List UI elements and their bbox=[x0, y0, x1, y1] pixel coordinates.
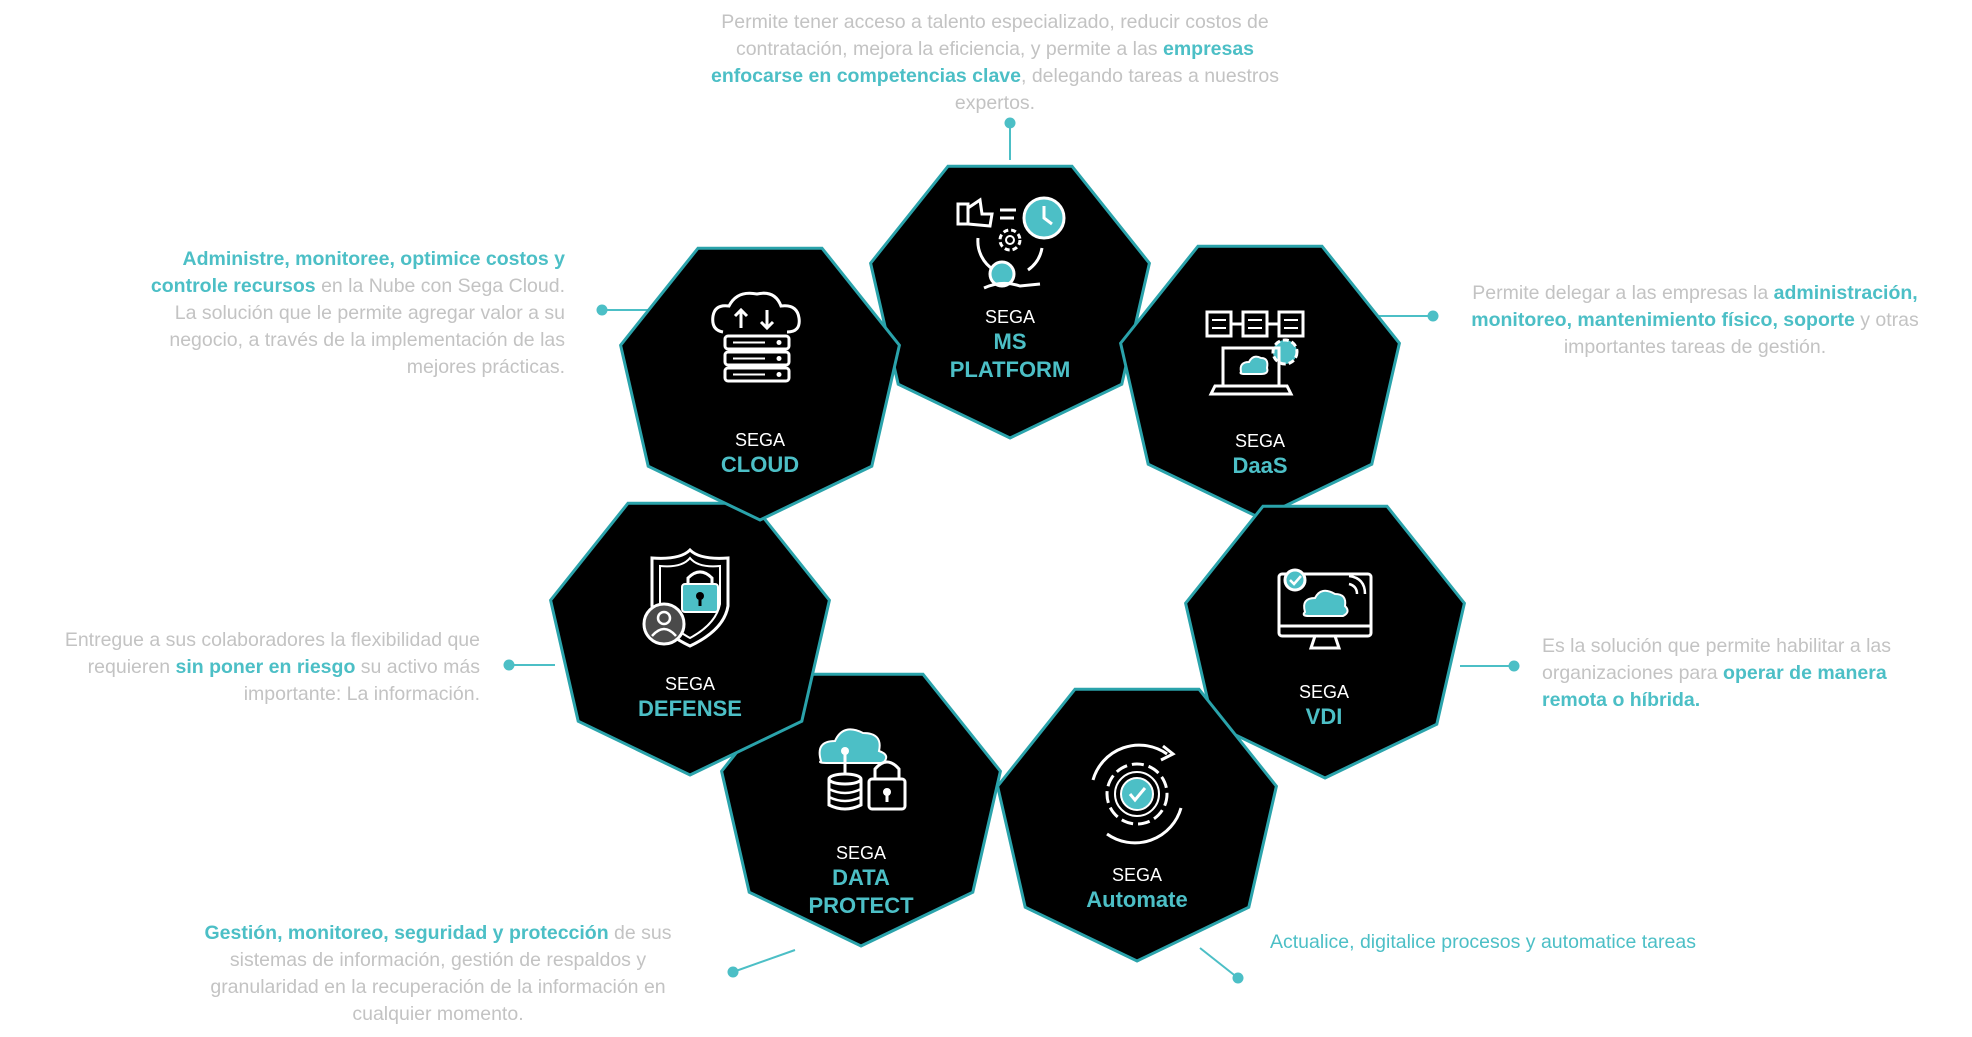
desc-automate: Actualice, digitalice procesos y automat… bbox=[1270, 929, 1790, 956]
node-name: DEFENSE bbox=[638, 696, 742, 721]
shield-lock-user-icon bbox=[642, 547, 730, 648]
node-label-cloud[interactable]: SEGA CLOUD bbox=[680, 429, 840, 479]
node-prefix: SEGA bbox=[1111, 865, 1163, 885]
desc-defense: Entregue a sus colaboradores la flexibil… bbox=[40, 627, 480, 708]
node-label-vdi[interactable]: SEGA VDI bbox=[1244, 681, 1404, 731]
node-prefix: SEGA bbox=[1298, 682, 1350, 702]
node-prefix: SEGA bbox=[1234, 431, 1286, 451]
desc-highlight: Administre, monitoree, optimice costos y… bbox=[150, 248, 565, 297]
connector-data-protect bbox=[727, 949, 796, 978]
monitor-cloud-icon bbox=[1277, 568, 1373, 650]
node-name: DaaS bbox=[1232, 453, 1288, 478]
desc-highlight: administración, monitoreo, mantenimiento… bbox=[1471, 282, 1918, 331]
heptagon-daas[interactable] bbox=[1118, 244, 1402, 520]
desc-text: Es la solución que permite habilitar a l… bbox=[1542, 635, 1892, 684]
connector-defense bbox=[503, 659, 555, 671]
connector-dot bbox=[1004, 117, 1016, 129]
heptagon-data-protect[interactable] bbox=[719, 672, 1003, 948]
heptagon-cloud[interactable] bbox=[618, 246, 902, 522]
connector-dot bbox=[1508, 660, 1520, 672]
desc-ms-platform: Permite tener acceso a talento especiali… bbox=[695, 9, 1295, 117]
node-name: VDI bbox=[1305, 704, 1343, 729]
laptop-servers-icon bbox=[1205, 310, 1305, 396]
node-prefix: SEGA bbox=[664, 674, 716, 694]
connector-dot bbox=[1232, 972, 1244, 984]
gear-check-icon bbox=[1091, 743, 1183, 845]
node-label-automate[interactable]: SEGA Automate bbox=[1057, 864, 1217, 914]
desc-highlight: Gestión, monitoreo, seguridad y protecci… bbox=[204, 922, 609, 944]
node-name: CLOUD bbox=[720, 452, 800, 477]
desc-text: en la Nube con Sega Cloud. La solución q… bbox=[169, 275, 565, 378]
connector-dot bbox=[596, 304, 608, 316]
connector-daas bbox=[1373, 310, 1439, 322]
connector-vdi bbox=[1460, 660, 1520, 672]
desc-cloud: Administre, monitoree, optimice costos y… bbox=[140, 246, 565, 381]
outsourcing-icon bbox=[956, 196, 1066, 290]
node-name: MS PLATFORM bbox=[949, 329, 1071, 382]
cloud-database-lock-icon bbox=[818, 728, 907, 811]
desc-data-protect: Gestión, monitoreo, seguridad y protecci… bbox=[178, 920, 698, 1028]
heptagon-nodes bbox=[548, 164, 1467, 963]
node-name: DATA PROTECT bbox=[808, 865, 914, 918]
desc-highlight: empresas enfocarse en competencias clave bbox=[710, 38, 1255, 87]
desc-text: su activo más importante: La información… bbox=[243, 656, 480, 705]
desc-text: , delegando tareas a nuestros expertos. bbox=[954, 65, 1279, 114]
connector-dot bbox=[1427, 310, 1439, 322]
cloud-server-icon bbox=[711, 291, 801, 383]
connector-dot bbox=[503, 659, 515, 671]
desc-vdi: Es la solución que permite habilitar a l… bbox=[1542, 633, 1912, 714]
node-label-defense[interactable]: SEGA DEFENSE bbox=[610, 673, 770, 723]
node-label-ms-platform[interactable]: SEGA MS PLATFORM bbox=[930, 306, 1090, 384]
node-prefix: SEGA bbox=[984, 307, 1036, 327]
desc-text: y otras importantes tareas de gestión. bbox=[1563, 309, 1919, 358]
desc-text: Permite tener acceso a talento especiali… bbox=[721, 11, 1269, 60]
node-icons bbox=[642, 196, 1373, 845]
connector-ms-platform bbox=[1004, 117, 1016, 160]
node-label-data-protect[interactable]: SEGA DATA PROTECT bbox=[781, 842, 941, 920]
connectors bbox=[503, 117, 1520, 984]
desc-highlight: sin poner en riesgo bbox=[175, 656, 356, 678]
node-prefix: SEGA bbox=[835, 843, 887, 863]
heptagon-automate[interactable] bbox=[995, 687, 1279, 963]
node-prefix: SEGA bbox=[734, 430, 786, 450]
connector-cloud bbox=[596, 304, 648, 316]
heptagon-ms-platform[interactable] bbox=[868, 164, 1152, 440]
desc-text: Actualice, digitalice procesos y automat… bbox=[1270, 931, 1696, 953]
connector-dot bbox=[727, 966, 739, 978]
desc-highlight: operar de manera remota o híbrida. bbox=[1542, 662, 1887, 711]
connector-automate bbox=[1199, 947, 1244, 984]
node-label-daas[interactable]: SEGA DaaS bbox=[1180, 430, 1340, 480]
desc-text: Entregue a sus colaboradores la flexibil… bbox=[64, 629, 480, 678]
desc-text: Permite delegar a las empresas la bbox=[1472, 282, 1774, 304]
desc-daas: Permite delegar a las empresas la admini… bbox=[1445, 280, 1945, 361]
desc-text: de sus sistemas de información, gestión … bbox=[210, 922, 672, 1025]
node-name: Automate bbox=[1086, 887, 1188, 912]
